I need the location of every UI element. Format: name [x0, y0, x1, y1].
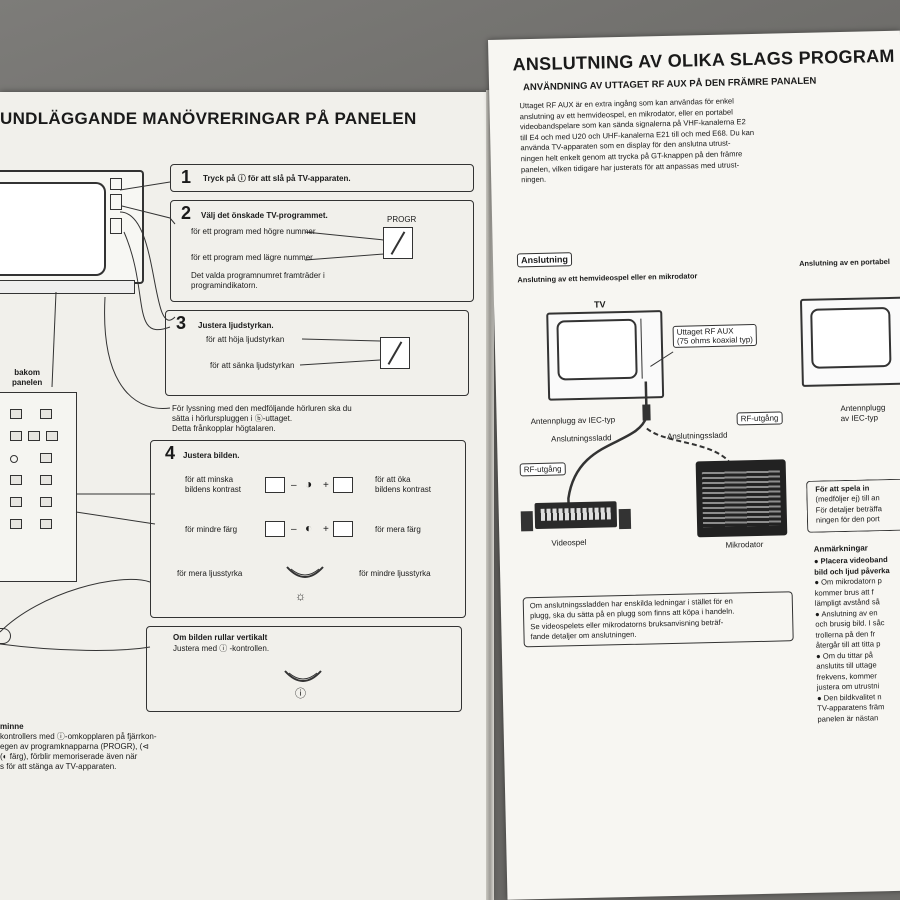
screen-icon — [333, 521, 353, 537]
panel-button — [40, 453, 52, 463]
indicator-dot — [10, 455, 18, 463]
plus-sign: + — [323, 480, 329, 491]
screen-icon — [265, 521, 285, 537]
screen-icon — [265, 477, 285, 493]
remarks-list: ● Placera videoband bild och ljud påverk… — [813, 555, 890, 724]
remarks-title: Anmärkningar — [813, 543, 868, 554]
color-icon: ◐ — [305, 521, 313, 535]
step-2-box: 2 Välj det önskade TV-programmet. PROGR … — [170, 200, 474, 302]
screen-icon — [333, 477, 353, 493]
panel-button — [10, 519, 22, 529]
panel-button — [10, 409, 22, 419]
less-color-text: för mindre färg — [185, 525, 238, 534]
earphone-note: För lyssning med den medföljande hörlure… — [172, 404, 352, 433]
rf-output-callout-1: RF-utgång — [519, 462, 566, 477]
right-page: ANSLUTNING AV OLIKA SLAGS PROGRAM ANVÄND… — [488, 30, 900, 900]
hidden-control-panel — [0, 392, 77, 582]
cable-note-box: Om anslutningssladden har enskilda ledni… — [522, 591, 794, 648]
page-gutter — [486, 90, 494, 900]
mikrodator-illustration — [695, 459, 788, 538]
less-brightness-text: för mindre ljusstyrka — [359, 569, 431, 578]
contrast-icon: ◑ — [305, 477, 313, 491]
tv-front-panel-illustration — [0, 170, 146, 302]
left-page-title: UNDLÄGGANDE MANÖVRERINGAR PÅ PANELEN — [0, 109, 417, 128]
left-page: UNDLÄGGANDE MANÖVRERINGAR PÅ PANELEN bak… — [0, 92, 492, 900]
step-2-note-line-1: Det valda programnumret framträder i — [191, 271, 325, 280]
step-2-lower-text: för ett program med lägre nummer — [191, 253, 313, 262]
panel-button — [10, 497, 22, 507]
step-2-note-line-2: programindikatorn. — [191, 281, 258, 290]
step-1-number: 1 — [181, 167, 192, 187]
vertical-hold-title: Om bilden rullar vertikalt — [173, 633, 268, 642]
earphone-jack-icon — [0, 628, 11, 644]
step-4-title: Justera bilden. — [183, 451, 240, 460]
cable-label-2: Anslutningssladd — [666, 430, 728, 442]
volume-control-icon — [380, 337, 410, 369]
vertical-hold-icon: ⓘ — [295, 688, 306, 700]
step-2-title: Välj det önskade TV-programmet. — [201, 211, 328, 220]
videospel-label: Videospel — [551, 537, 587, 548]
panel-button — [10, 475, 22, 485]
progr-control-icon — [383, 227, 413, 259]
panel-button — [40, 519, 52, 529]
vertical-knob-icon — [284, 670, 322, 682]
more-color-text: för mera färg — [375, 525, 421, 534]
step-2-number: 2 — [181, 203, 192, 223]
panel-button — [28, 431, 40, 441]
connection-cables — [567, 351, 737, 517]
step-3-raise-text: för att höja ljudstyrkan — [206, 335, 285, 344]
brightness-knob-icon — [286, 566, 324, 578]
step-3-number: 3 — [176, 313, 187, 333]
step-2-higher-text: för ett program med högre nummer — [191, 227, 316, 236]
behind-panel-label: bakom panelen — [12, 368, 43, 387]
progr-label: PROGR — [387, 215, 417, 224]
more-brightness-text: för mera ljusstyrka — [177, 569, 243, 578]
step-4-number: 4 — [165, 443, 176, 463]
rf-output-callout-2: RF-utgång — [736, 411, 783, 426]
videospel-illustration — [520, 499, 632, 533]
antenna-plug-label: Antennplugg av IEC-typ — [530, 415, 616, 427]
minus-sign: – — [291, 480, 297, 491]
vertical-hold-box: Om bilden rullar vertikalt Justera med ⓘ… — [146, 626, 462, 712]
cable-label-1: Anslutningssladd — [550, 433, 612, 444]
step-3-title: Justera ljudstyrkan. — [198, 321, 274, 330]
panel-button — [40, 497, 52, 507]
step-1-text: Tryck på ⓘ för att slå på TV-apparaten. — [203, 174, 351, 183]
plus-sign: + — [323, 524, 329, 535]
panel-button — [10, 431, 22, 441]
step-3-box: 3 Justera ljudstyrkan. för att höja ljud… — [165, 310, 469, 396]
minus-sign: – — [291, 524, 297, 535]
recording-note-box: För att spela in (medföljer ej) till an … — [806, 478, 900, 533]
panel-button — [40, 475, 52, 485]
step-3-lower-text: för att sänka ljudstyrkan — [210, 361, 295, 370]
memory-section: minne kontrollers med ⓘ-omkopplaren på f… — [0, 722, 157, 771]
vertical-hold-text: Justera med ⓘ -kontrollen. — [173, 644, 270, 653]
sun-icon: ☼ — [295, 589, 306, 603]
step-1-box: 1 Tryck på ⓘ för att slå på TV-apparaten… — [170, 164, 474, 192]
mikrodator-label: Mikrodator — [725, 539, 764, 550]
panel-button — [40, 409, 52, 419]
panel-button — [46, 431, 58, 441]
